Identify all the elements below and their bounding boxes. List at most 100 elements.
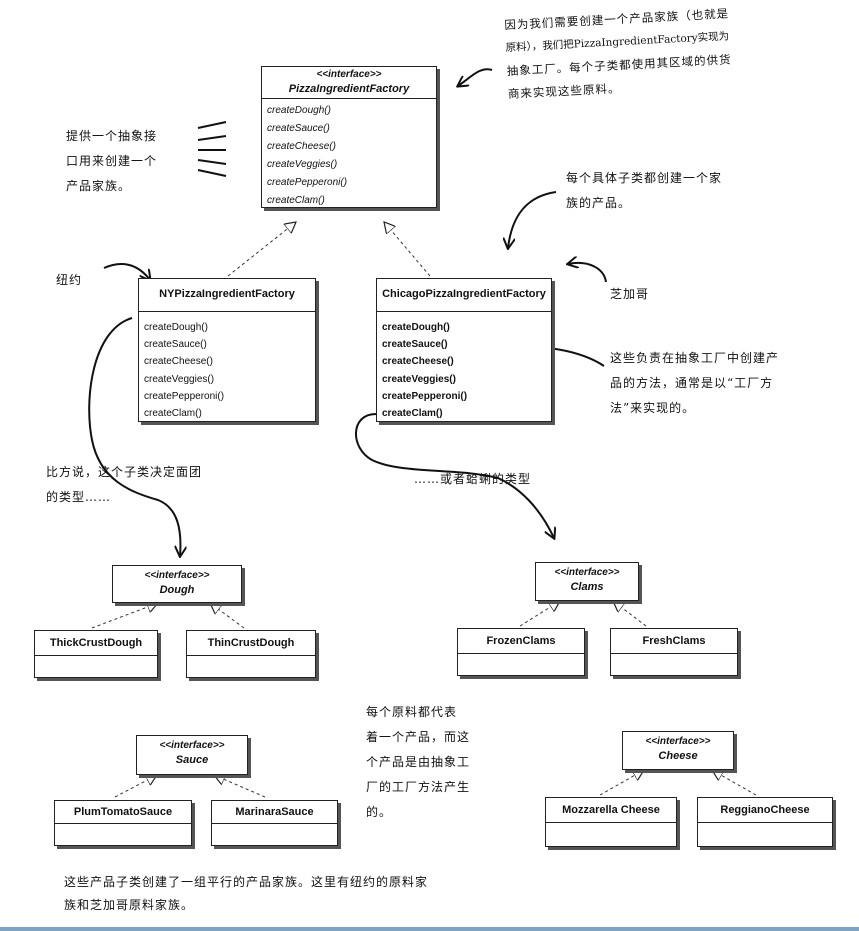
cheese-interface-box: <<interface>> Cheese <box>622 731 734 770</box>
reggiano-cheese-name: ReggianoCheese <box>698 798 832 823</box>
note-ing-line-3: 个产品是由抽象工 <box>366 755 471 769</box>
note-fm-line-1: 这些负责在抽象工厂中创建产 <box>610 351 780 365</box>
mozzarella-cheese-box: Mozzarella Cheese <box>545 797 677 847</box>
note-subclass-line-1: 每个具体子类都创建一个家 <box>566 171 723 185</box>
note-bottom-line-2: 族和芝加哥原料家族。 <box>64 898 195 912</box>
note-abstract-factory-reason: 因为我们需要创建一个产品家族（也就是 原料），我们把PizzaIngredien… <box>504 0 818 106</box>
frozen-clams-box: FrozenClams <box>457 628 585 676</box>
note-dough-line-1: 比方说，这个子类决定面团 <box>46 465 203 479</box>
ny-method-createSauce: createSauce() <box>144 339 207 351</box>
note-abstract-interface: 提供一个抽象接 口用来创建一个 产品家族。 <box>66 124 198 199</box>
method-createCheese: createCheese() <box>267 141 336 152</box>
clams-stereotype: <<interface>> <box>554 567 620 578</box>
note-fm-line-2: 品的方法，通常是以“工厂方 <box>610 376 774 390</box>
arrow-subclass-note <box>508 191 557 248</box>
window-bottom-edge <box>0 927 859 931</box>
note-dough-line-2: 的类型…… <box>46 490 112 504</box>
note-bottom-line-1: 这些产品子类创建了一组平行的产品家族。这里有纽约的原料家 <box>64 875 429 889</box>
sauce-interface-header: <<interface>> Sauce <box>137 736 247 767</box>
cheese-stereotype: <<interface>> <box>645 736 711 747</box>
note-each-subclass: 每个具体子类都创建一个家 族的产品。 <box>566 166 796 216</box>
chicago-method-createSauce: createSauce() <box>382 339 448 351</box>
arrow-chicago <box>568 263 607 283</box>
factory-interface-name: PizzaIngredientFactory <box>288 83 410 95</box>
note-factory-method: 这些负责在抽象工厂中创建产 品的方法，通常是以“工厂方 法”来实现的。 <box>610 346 850 421</box>
note-ny: 纽约 <box>56 273 83 287</box>
frozen-clams-name: FrozenClams <box>458 629 584 654</box>
realization-chicago <box>384 222 431 277</box>
factory-interface-header: <<interface>> PizzaIngredientFactory <box>262 67 436 99</box>
scribble-lines <box>197 121 227 177</box>
method-createPepperoni: createPepperoni() <box>267 177 348 188</box>
chicago-method-createDough: createDough() <box>382 322 450 333</box>
thick-crust-dough-name: ThickCrustDough <box>35 631 157 656</box>
plum-tomato-sauce-name: PlumTomatoSauce <box>55 801 191 824</box>
ny-factory-box: NYPizzaIngredientFactory createDough() c… <box>138 278 316 422</box>
mozzarella-cheese-name: Mozzarella Cheese <box>546 798 676 823</box>
factory-stereotype: <<interface>> <box>316 69 382 80</box>
note-ing-line-2: 着一个产品，而这 <box>366 730 471 744</box>
dough-interface-box: <<interface>> Dough <box>112 565 242 603</box>
realization-marinara <box>214 775 266 798</box>
method-createSauce: createSauce() <box>267 123 330 134</box>
chicago-factory-name: ChicagoPizzaIngredientFactory <box>377 279 551 312</box>
thin-crust-dough-name: ThinCrustDough <box>187 631 315 656</box>
sauce-interface-name: Sauce <box>175 754 209 766</box>
clams-interface-name: Clams <box>570 581 604 593</box>
chicago-factory-methods: createDough() createSauce() createCheese… <box>377 312 551 422</box>
note-abstract-line-3: 产品家族。 <box>66 179 132 193</box>
ny-method-createCheese: createCheese() <box>144 356 213 368</box>
thin-crust-dough-box: ThinCrustDough <box>186 630 316 678</box>
note-ing-line-4: 厂的工厂方法产生 <box>366 780 471 794</box>
realization-mozzarella <box>599 770 644 796</box>
realization-frozen <box>519 601 560 627</box>
method-createDough: createDough() <box>267 105 331 116</box>
note-fm-line-3: 法”来实现的。 <box>610 401 696 415</box>
chicago-method-createClam: createClam() <box>382 408 443 420</box>
chicago-factory-box: ChicagoPizzaIngredientFactory createDoug… <box>376 278 552 422</box>
realization-ny <box>227 222 296 277</box>
arrow-dough <box>88 317 180 556</box>
note-each-ingredient: 每个原料都代表 着一个产品，而这 个产品是由抽象工 厂的工厂方法产生 的。 <box>366 700 516 825</box>
note-chicago: 芝加哥 <box>610 287 650 301</box>
clams-interface-box: <<interface>> Clams <box>535 562 639 601</box>
cheese-interface-header: <<interface>> Cheese <box>623 732 733 763</box>
ny-factory-methods: createDough() createSauce() createCheese… <box>139 312 315 422</box>
marinara-sauce-box: MarinaraSauce <box>211 800 338 846</box>
note-subclass-line-2: 族的产品。 <box>566 196 632 210</box>
ny-factory-name: NYPizzaIngredientFactory <box>139 279 315 312</box>
chicago-method-createPepperoni: createPepperoni() <box>382 390 468 402</box>
method-createClam: createClam() <box>267 195 325 206</box>
sauce-interface-box: <<interface>> Sauce <box>136 735 248 775</box>
arrow-clams <box>355 413 554 538</box>
realization-plum <box>114 775 157 798</box>
arrow-ny <box>103 263 150 280</box>
dough-interface-name: Dough <box>159 584 195 596</box>
realization-reggiano <box>712 770 757 796</box>
plum-tomato-sauce-box: PlumTomatoSauce <box>54 800 192 846</box>
reggiano-cheese-box: ReggianoCheese <box>697 797 833 847</box>
ny-method-createPepperoni: createPepperoni() <box>144 390 225 402</box>
arrow-top-note <box>458 68 493 86</box>
realization-thick <box>91 603 158 629</box>
cheese-interface-name: Cheese <box>658 750 698 762</box>
note-clams-type: ……或者蛤蜊的类型 <box>414 472 532 486</box>
sauce-stereotype: <<interface>> <box>159 740 225 751</box>
realization-fresh <box>613 601 647 627</box>
fresh-clams-box: FreshClams <box>610 628 738 676</box>
dough-interface-header: <<interface>> Dough <box>113 566 241 597</box>
method-createVeggies: createVeggies() <box>267 159 338 170</box>
clams-interface-header: <<interface>> Clams <box>536 563 638 594</box>
thick-crust-dough-box: ThickCrustDough <box>34 630 158 678</box>
chicago-method-createCheese: createCheese() <box>382 356 454 368</box>
note-dough-type: 比方说，这个子类决定面团 的类型…… <box>46 460 266 510</box>
dough-stereotype: <<interface>> <box>144 570 210 581</box>
factory-methods: createDough() createSauce() createCheese… <box>262 99 436 210</box>
fresh-clams-name: FreshClams <box>611 629 737 654</box>
ny-method-createClam: createClam() <box>144 408 202 420</box>
marinara-sauce-name: MarinaraSauce <box>212 801 337 824</box>
chicago-method-createVeggies: createVeggies() <box>382 373 456 385</box>
note-ing-line-1: 每个原料都代表 <box>366 705 458 719</box>
note-parallel-families: 这些产品子类创建了一组平行的产品家族。这里有纽约的原料家 族和芝加哥原料家族。 <box>64 871 544 917</box>
ny-method-createVeggies: createVeggies() <box>144 373 215 385</box>
